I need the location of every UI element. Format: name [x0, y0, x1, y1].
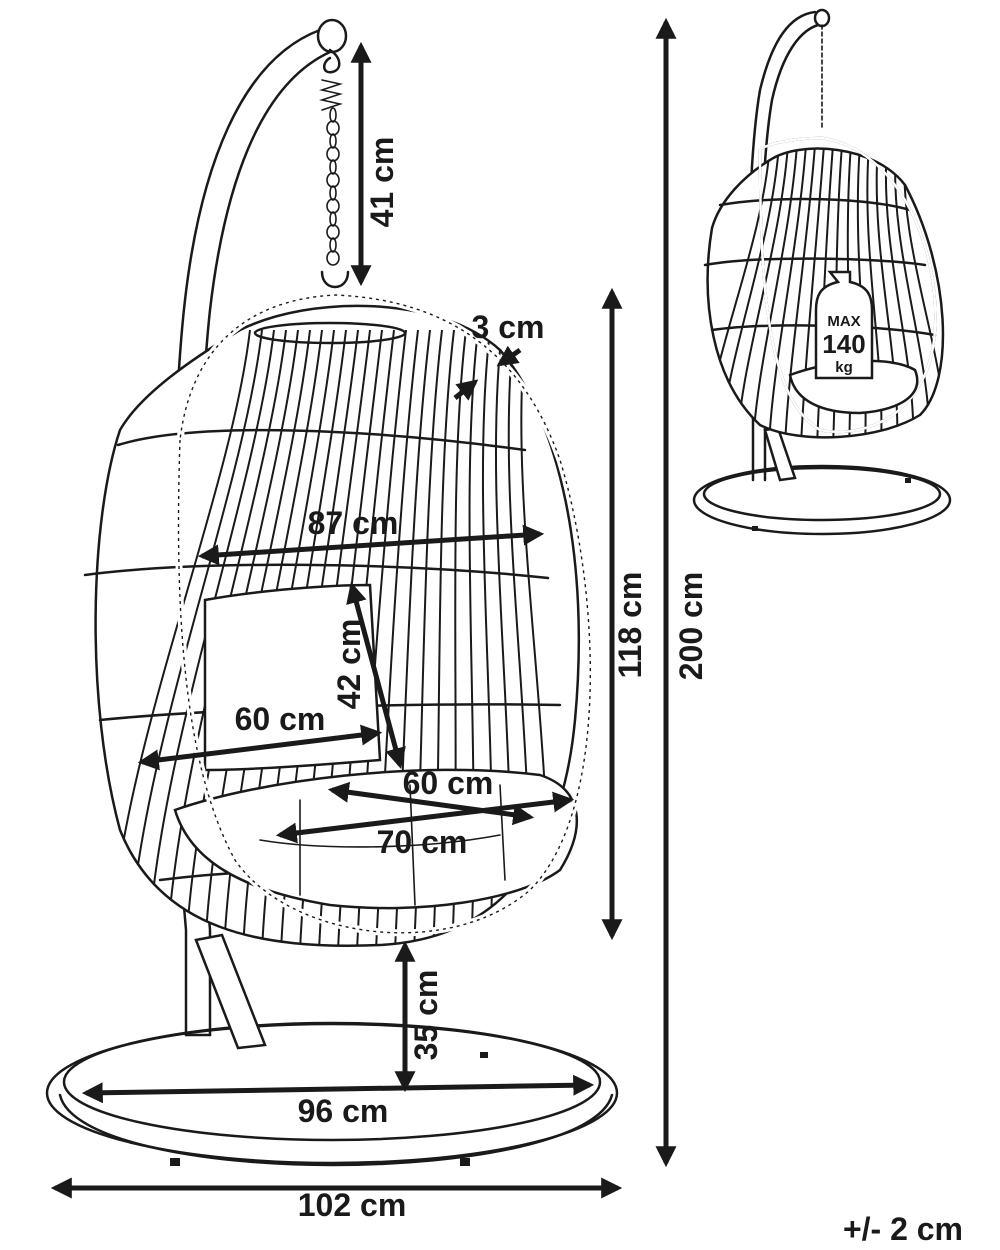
arrow-seat-width-left — [137, 724, 383, 771]
label-ground-clearance: 35 cm — [408, 970, 444, 1061]
main-chair-drawing — [45, 18, 619, 1167]
arrow-base-inner-width — [81, 1074, 595, 1104]
weight-icon: MAX 140 kg — [814, 270, 874, 380]
weight-value: 140 — [822, 329, 865, 359]
hanging-chain — [319, 48, 350, 289]
label-base-inner-width: 96 cm — [298, 1093, 389, 1129]
label-backrest-height: 42 cm — [331, 619, 367, 710]
label-base-outer-width: 102 cm — [298, 1187, 407, 1223]
label-cushion-width: 60 cm — [403, 765, 494, 801]
arrow-seat-width — [275, 791, 575, 844]
label-total-height: 200 cm — [673, 572, 709, 681]
label-chain-length: 41 cm — [364, 137, 400, 228]
label-rim-thickness: 3 cm — [472, 309, 545, 345]
arrow-rim-outer — [496, 345, 522, 367]
label-basket-width-top: 87 cm — [308, 505, 399, 541]
small-chair-drawing: MAX 140 kg — [692, 8, 952, 536]
label-seat-width: 70 cm — [377, 824, 468, 860]
arrow-backrest-height — [346, 581, 406, 770]
label-seat-width-left: 60 cm — [235, 701, 326, 737]
front-rim — [175, 291, 594, 937]
dimension-labels: 41 cm 3 cm 87 cm 42 cm 60 cm 60 cm 70 cm… — [235, 137, 963, 1247]
dimension-arrows — [50, 17, 677, 1199]
weight-max-label: MAX — [827, 313, 860, 330]
tolerance-note: +/- 2 cm — [843, 1211, 963, 1247]
weight-unit: kg — [835, 359, 853, 376]
arrow-basket-width-top — [197, 524, 545, 566]
arrow-rim-inner — [453, 379, 479, 401]
label-basket-height: 118 cm — [612, 572, 648, 679]
